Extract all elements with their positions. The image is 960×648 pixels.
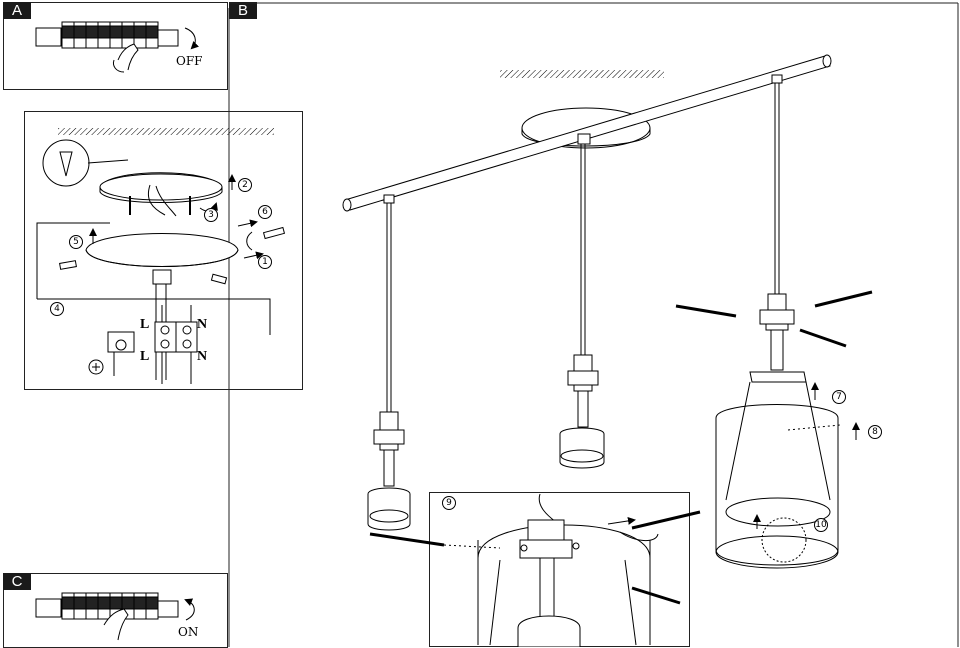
step-4-marker: 4 [50, 302, 64, 316]
fuse-box-off-illustration [35, 21, 200, 73]
step-2-marker: 2 [238, 178, 252, 192]
step-8-marker: 8 [868, 425, 882, 439]
step-9-marker: 9 [442, 496, 456, 510]
step-1-marker: 1 [258, 255, 272, 269]
ceiling-mount-drawing [36, 128, 286, 384]
live-label-top: L [140, 317, 150, 332]
step-10-marker: 10 [814, 518, 828, 532]
panel-c-tab: C [3, 573, 31, 590]
fuse-box-on-illustration [35, 592, 195, 641]
step-5-marker: 5 [69, 235, 83, 249]
off-label: OFF [176, 54, 203, 68]
step-6-marker: 6 [258, 205, 272, 219]
step-7-marker: 7 [832, 390, 846, 404]
panel-b-tab: B [229, 2, 257, 19]
neutral-label-top: N [197, 317, 208, 332]
panel-a-tab: A [3, 2, 31, 19]
live-label-bottom: L [140, 349, 150, 364]
step-3-marker: 3 [204, 208, 218, 222]
neutral-label-bottom: N [197, 349, 208, 364]
pendant-assembly [342, 54, 873, 647]
on-label: ON [178, 625, 199, 639]
